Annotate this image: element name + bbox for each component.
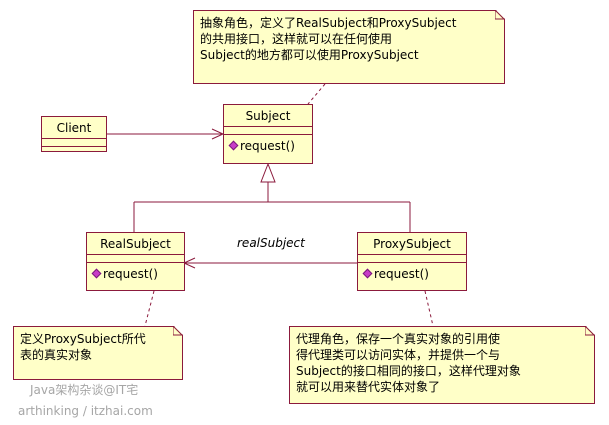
client-attributes-compartment <box>42 139 106 147</box>
real-subject-class-name: RealSubject <box>87 233 184 255</box>
real-subject-note[interactable]: 定义ProxySubject所代 表的真实对象 <box>13 326 183 380</box>
subject-class-name: Subject <box>224 105 312 127</box>
generalization-triangle <box>260 162 276 183</box>
proxy-subject-class[interactable]: ProxySubject request() <box>357 232 467 291</box>
proxy-note-line-1: 代理角色，保存一个真实对象的引用使 <box>296 332 501 346</box>
subject-note-line-3: Subject的地方都可以使用ProxySubject <box>200 48 419 62</box>
proxy-subject-attributes-compartment <box>358 255 466 263</box>
proxy-subject-note[interactable]: 代理角色，保存一个真实对象的引用使 得代理类可以访问实体，并提供一个与 Subj… <box>289 326 595 404</box>
subject-note[interactable]: 抽象角色，定义了RealSubject和ProxySubject 的共用接口，这… <box>193 10 505 84</box>
proxy-subject-class-name: ProxySubject <box>358 233 466 255</box>
public-operation-icon <box>228 140 239 151</box>
subject-note-line-2: 的共用接口，这样就可以在任何使用 <box>200 32 393 46</box>
subject-class[interactable]: Subject request() <box>223 104 313 164</box>
proxy-note-line-2: 得代理类可以访问实体，并提供一个与 <box>296 348 501 362</box>
real-subject-attributes-compartment <box>87 255 184 263</box>
proxy-note-line-4: 就可以用来替代实体对象了 <box>296 380 441 394</box>
public-operation-icon <box>91 268 102 279</box>
real-note-line-1: 定义ProxySubject所代 <box>20 332 146 346</box>
watermark-line-1: Java架构杂谈@IT宅 <box>30 383 139 397</box>
subject-operation: request() <box>240 139 295 153</box>
subject-note-fold <box>495 10 505 20</box>
proxy-note-anchor <box>424 290 434 327</box>
proxy-note-fold <box>585 326 595 336</box>
real-note-line-2: 表的真实对象 <box>20 348 93 362</box>
real-subject-class[interactable]: RealSubject request() <box>86 232 185 291</box>
subject-attributes-compartment <box>224 127 312 135</box>
watermark-line-2: arthinking / itzhai.com <box>18 404 153 418</box>
client-class-name: Client <box>42 117 106 139</box>
real-subject-operation: request() <box>103 267 158 281</box>
subject-note-anchor <box>307 83 326 105</box>
real-note-anchor <box>144 290 155 327</box>
client-class[interactable]: Client <box>41 116 107 152</box>
public-operation-icon <box>362 268 373 279</box>
real-note-fold <box>173 326 183 336</box>
association-role-label: realSubject <box>237 236 305 250</box>
proxy-subject-operation: request() <box>374 267 429 281</box>
proxy-note-line-3: Subject的接口相同的接口，这样代理对象 <box>296 364 521 378</box>
subject-note-line-1: 抽象角色，定义了RealSubject和ProxySubject <box>200 16 457 30</box>
